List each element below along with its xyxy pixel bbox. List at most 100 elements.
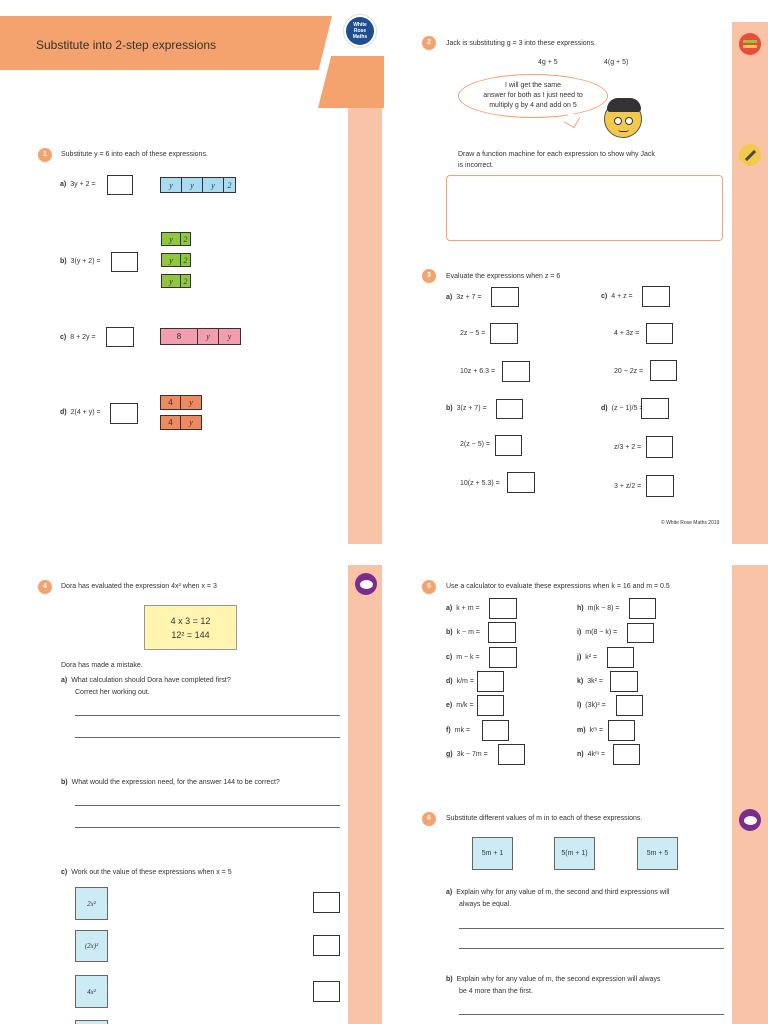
q1c-label: c)8 + 2y = — [60, 334, 96, 341]
question-prompt: Use a calculator to evaluate these expre… — [446, 583, 670, 590]
q3-left-item: 10z + 6.3 = — [460, 368, 496, 375]
question-number: 6 — [422, 812, 436, 826]
q3-right-item: 4 + 3z = — [614, 330, 640, 337]
question-prompt: Evaluate the expressions when z = 6 — [446, 273, 561, 280]
bar-cell: y — [203, 178, 224, 192]
question-number: 1 — [38, 148, 52, 162]
q5-left-item: c)m − k = — [446, 654, 480, 661]
answer-box[interactable] — [482, 720, 509, 741]
answer-line[interactable] — [75, 715, 340, 716]
q3-left-item: 2z − 5 = — [460, 330, 486, 337]
answer-box[interactable] — [495, 435, 522, 456]
answer-box[interactable] — [613, 744, 640, 765]
expression: 4(g + 5) — [604, 59, 629, 66]
answer-box[interactable] — [608, 720, 635, 741]
q3-left-item: 10(z + 5.3) = — [460, 480, 500, 487]
answer-box[interactable] — [489, 598, 517, 619]
question-prompt: Substitute different values of m in to e… — [446, 815, 643, 822]
q1a-label: a)3y + 2 = — [60, 181, 96, 188]
answer-box[interactable] — [641, 398, 669, 419]
function-machine-answer-area[interactable] — [446, 175, 723, 241]
answer-box[interactable] — [646, 436, 673, 458]
q5-right-item: m)kᵐ = — [577, 727, 604, 734]
question-number: 5 — [422, 580, 436, 594]
expression: 4g + 5 — [538, 59, 558, 66]
q1b-answer-box[interactable] — [111, 252, 138, 272]
q3-left-item: b)3(z + 7) = — [446, 405, 487, 412]
q6b-text: b)Explain why for any value of m, the se… — [446, 976, 661, 983]
answer-box[interactable] — [646, 323, 673, 344]
answer-box[interactable] — [646, 475, 674, 497]
answer-line[interactable] — [459, 1014, 724, 1015]
mistake-note: Dora has made a mistake. — [61, 662, 143, 669]
q6a-text-2: always be equal. — [459, 901, 512, 908]
q5-left-item: a)k + m = — [446, 605, 480, 612]
answer-box[interactable] — [610, 671, 638, 692]
q1d-answer-box[interactable] — [110, 403, 138, 424]
copyright: © White Rose Maths 2019 — [661, 520, 720, 526]
q1a-answer-box[interactable] — [107, 175, 133, 195]
bar-cell: y — [227, 332, 232, 341]
q5-right-item: n)4kᵐ = — [577, 751, 606, 758]
q1c-answer-box[interactable] — [106, 327, 134, 347]
right-margin-stripe — [732, 565, 768, 1024]
answer-line[interactable] — [75, 737, 340, 738]
q5-left-item: f)mk = — [446, 727, 471, 734]
answer-box[interactable] — [642, 286, 670, 307]
q1c-bar-model: 8 y y — [160, 328, 241, 345]
answer-box[interactable] — [488, 622, 516, 643]
q4a-text-2: Correct her working out. — [75, 689, 150, 696]
answer-box[interactable] — [491, 287, 519, 307]
answer-box[interactable] — [627, 623, 654, 643]
answer-box[interactable] — [498, 744, 525, 765]
question-prompt: Dora has evaluated the expression 4x² wh… — [61, 583, 217, 590]
answer-line[interactable] — [75, 805, 340, 806]
answer-box[interactable] — [502, 361, 530, 382]
expression-card: 5m + 1 — [472, 837, 513, 870]
q5-right-item: k)3k² = — [577, 678, 603, 685]
q1d-label: d)2(4 + y) = — [60, 409, 101, 416]
answer-box[interactable] — [313, 935, 340, 956]
expression-card: 4x² — [75, 975, 108, 1008]
question-number: 4 — [38, 580, 52, 594]
q4b-text: b)What would the expression need, for th… — [61, 779, 280, 786]
answer-box[interactable] — [313, 981, 340, 1002]
answer-line[interactable] — [459, 928, 724, 929]
book-icon — [739, 33, 761, 55]
q3-left-item: 2(z − 5) = — [460, 441, 490, 448]
question-number: 2 — [422, 36, 436, 50]
expression-card-partial — [75, 1020, 108, 1024]
answer-box[interactable] — [650, 360, 677, 381]
question-prompt: Substitute y = 6 into each of these expr… — [61, 151, 208, 158]
q4c-text: c)Work out the value of these expression… — [61, 869, 232, 876]
answer-box[interactable] — [490, 323, 518, 344]
jack-avatar — [604, 98, 642, 138]
discussion-icon — [739, 809, 761, 831]
answer-box[interactable] — [496, 399, 523, 419]
answer-box[interactable] — [477, 671, 504, 692]
answer-line[interactable] — [75, 827, 340, 828]
q5-left-item: e)m/k = — [446, 702, 474, 709]
pencil-icon — [739, 144, 761, 166]
q5-right-item: j)k² = — [577, 654, 598, 661]
expression-card: 5(m + 1) — [554, 837, 595, 870]
answer-box[interactable] — [507, 472, 535, 493]
answer-box[interactable] — [607, 647, 634, 668]
answer-box[interactable] — [629, 598, 656, 619]
answer-box[interactable] — [313, 892, 340, 913]
answer-box[interactable] — [616, 695, 643, 716]
answer-box[interactable] — [477, 695, 504, 716]
answer-box[interactable] — [489, 647, 517, 668]
answer-line[interactable] — [459, 948, 724, 949]
q5-right-item: l)(3k)² = — [577, 702, 606, 709]
expression-card: 5m + 5 — [637, 837, 678, 870]
header-banner-accent — [318, 56, 384, 108]
right-margin-stripe — [732, 22, 768, 544]
q1a-bar-model: y y y 2 — [160, 177, 236, 193]
